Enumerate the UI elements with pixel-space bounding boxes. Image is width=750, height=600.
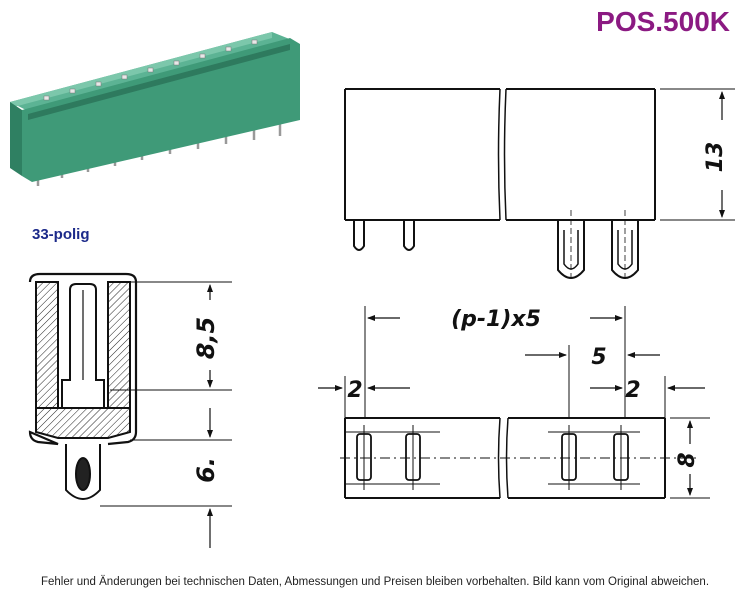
pitch-dimension: 5 bbox=[591, 345, 606, 370]
footer-disclaimer: Fehler und Änderungen bei technischen Da… bbox=[40, 576, 710, 588]
right-edge-dimension: 2 bbox=[625, 378, 640, 403]
cross-section-drawing bbox=[28, 272, 232, 548]
bottom-view-drawing bbox=[318, 306, 710, 499]
left-edge-dimension: 2 bbox=[347, 378, 362, 403]
width-dimension: 8 bbox=[675, 452, 700, 467]
connector-photo bbox=[10, 32, 300, 186]
upper-section-dimension: 8,5 bbox=[192, 317, 220, 360]
product-code: POS.500K bbox=[596, 6, 730, 37]
pitch-formula-dimension: (p-1)x5 bbox=[451, 307, 541, 332]
height-dimension: 13 bbox=[703, 142, 728, 173]
pole-count-label: 33-polig bbox=[32, 226, 90, 243]
side-view-drawing bbox=[344, 88, 735, 282]
lower-section-dimension: 6. bbox=[192, 457, 220, 483]
